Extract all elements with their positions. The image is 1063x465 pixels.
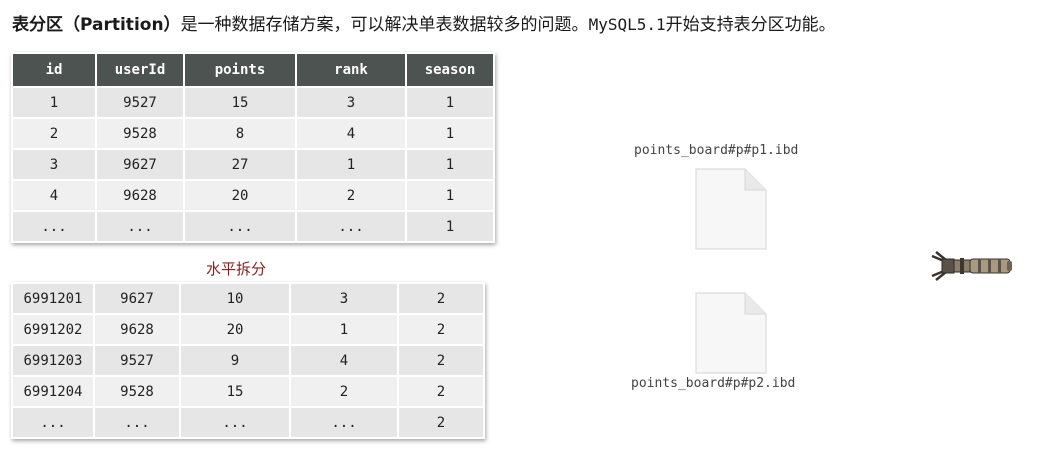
table-cell-rank: 4 xyxy=(295,117,407,150)
table-cell-rank: 2 xyxy=(295,179,407,212)
table-header-row: id userId points rank season xyxy=(11,52,495,88)
file-name-p2: points_board#p#p2.ibd xyxy=(631,376,796,391)
table-cell-rank: 1 xyxy=(289,313,399,346)
table-cell-season: 2 xyxy=(397,406,485,439)
col-header-points: points xyxy=(183,52,297,88)
table-cell-season: 1 xyxy=(405,117,495,150)
table-cell-rank: ... xyxy=(295,210,407,243)
table-cell-userid: 9527 xyxy=(93,344,181,377)
table-row: ............2 xyxy=(11,406,485,439)
title-mysql: MySQL5.1 xyxy=(588,15,666,34)
table-row: ............1 xyxy=(11,210,495,243)
title-bold: 表分区（Partition） xyxy=(12,15,181,35)
table-cell-id: 6991202 xyxy=(11,313,95,346)
file-icon xyxy=(695,292,767,374)
table-cell-id: ... xyxy=(11,406,95,439)
table-cell-id: ... xyxy=(11,210,97,243)
table-cell-points: 20 xyxy=(183,179,297,212)
horizontal-split-label: 水平拆分 xyxy=(206,260,267,278)
table-cell-season: 1 xyxy=(405,210,495,243)
file-name-p1: points_board#p#p1.ibd xyxy=(634,143,799,158)
table-cell-points: 15 xyxy=(183,86,297,119)
table-cell-season: 2 xyxy=(397,282,485,315)
table-cell-points: 27 xyxy=(183,148,297,181)
table-cell-id: 2 xyxy=(11,117,97,150)
col-header-season: season xyxy=(405,52,495,88)
table-cell-season: 1 xyxy=(405,179,495,212)
table-cell-userid: 9527 xyxy=(95,86,185,119)
table-cell-id: 1 xyxy=(11,86,97,119)
table-cell-userid: ... xyxy=(93,406,181,439)
table-cell-userid: 9628 xyxy=(93,313,181,346)
table-cell-userid: 9628 xyxy=(95,179,185,212)
table-cell-id: 6991203 xyxy=(11,344,95,377)
table-cell-userid: 9627 xyxy=(93,282,181,315)
table-cell-points: 9 xyxy=(179,344,291,377)
table-cell-id: 4 xyxy=(11,179,97,212)
col-header-rank: rank xyxy=(295,52,407,88)
table-cell-userid: 9528 xyxy=(95,117,185,150)
table-cell-rank: 2 xyxy=(289,375,399,408)
col-header-id: id xyxy=(11,52,97,88)
table-cell-userid: ... xyxy=(95,210,185,243)
table-cell-points: 10 xyxy=(179,282,291,315)
table-cell-points: 8 xyxy=(183,117,297,150)
table-cell-userid: 9528 xyxy=(93,375,181,408)
table-cell-id: 6991204 xyxy=(11,375,95,408)
col-header-userid: userId xyxy=(95,52,185,88)
page-title: 表分区（Partition）是一种数据存储方案，可以解决单表数据较多的问题。My… xyxy=(12,12,836,38)
table-cell-points: ... xyxy=(183,210,297,243)
table-cell-season: 2 xyxy=(397,375,485,408)
sonic-screwdriver-icon xyxy=(931,251,1012,281)
table-cell-rank: ... xyxy=(289,406,399,439)
table-cell-id: 3 xyxy=(11,148,97,181)
table-cell-season: 1 xyxy=(405,148,495,181)
table-cell-rank: 3 xyxy=(295,86,407,119)
table-cell-rank: 1 xyxy=(295,148,407,181)
table-cell-userid: 9627 xyxy=(95,148,185,181)
title-text-1: 是一种数据存储方案，可以解决单表数据较多的问题。 xyxy=(180,15,589,35)
table-cell-season: 2 xyxy=(397,313,485,346)
table-cell-id: 6991201 xyxy=(11,282,95,315)
table-cell-season: 2 xyxy=(397,344,485,377)
table-cell-rank: 4 xyxy=(289,344,399,377)
file-icon xyxy=(695,168,767,250)
table-cell-season: 1 xyxy=(405,86,495,119)
table-cell-points: ... xyxy=(179,406,291,439)
table-cell-points: 15 xyxy=(179,375,291,408)
table-cell-points: 20 xyxy=(179,313,291,346)
title-text-2: 开始支持表分区功能。 xyxy=(665,15,836,35)
table-cell-rank: 3 xyxy=(289,282,399,315)
